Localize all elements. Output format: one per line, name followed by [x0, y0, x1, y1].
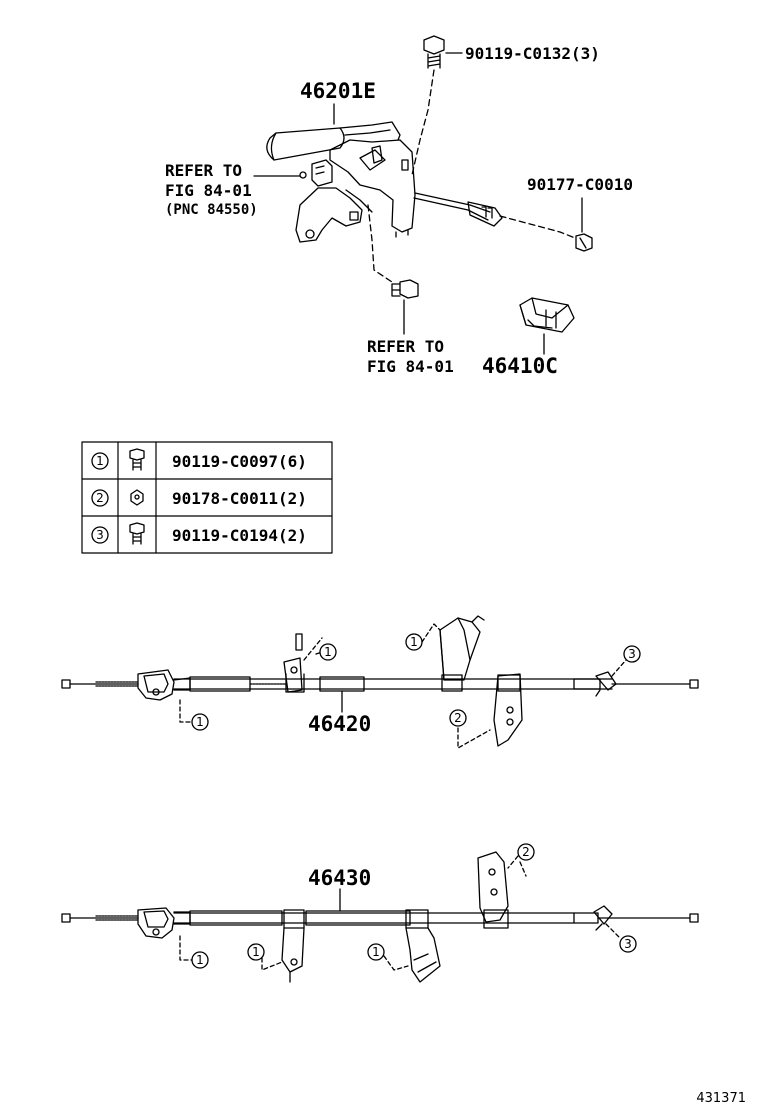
clip-part-number: 46410C	[482, 354, 558, 378]
cable-46430: 1 1 1 2 3 46430	[61, 843, 699, 983]
marker: 1	[252, 945, 260, 959]
lower-bolt-icon	[391, 279, 419, 299]
table-row: 2 90178-C0011(2)	[91, 489, 307, 508]
refer-left-line-1: REFER TO	[165, 161, 242, 180]
cable-part-number: 46420	[308, 712, 371, 736]
marker: 1	[196, 953, 204, 967]
marker: 3	[628, 647, 636, 661]
diagram-number: 431371	[696, 1091, 746, 1106]
table-row: 3 90119-C0194(2)	[91, 522, 307, 545]
row-marker: 1	[96, 454, 104, 468]
top-bolt-part-number: 90119-C0132(3)	[465, 44, 600, 63]
marker: 3	[624, 937, 632, 951]
bolt-icon	[129, 448, 145, 471]
table-row: 1 90119-C0097(6)	[91, 448, 307, 471]
marker: 1	[324, 645, 332, 659]
refer-left-line-2: FIG 84-01	[165, 181, 252, 200]
marker: 2	[522, 845, 530, 859]
nut-part-number: 90177-C0010	[527, 175, 633, 194]
lever-base-bracket	[295, 187, 373, 243]
right-nut-icon	[575, 233, 593, 252]
row-part-number: 90119-C0194(2)	[172, 526, 307, 545]
marker: 1	[410, 635, 418, 649]
brake-switch-icon	[299, 159, 333, 187]
cable-part-number: 46430	[308, 866, 371, 890]
refer-left-line-3: (PNC 84550)	[165, 202, 258, 218]
refer-bottom-line-1: REFER TO	[367, 337, 444, 356]
refer-bottom-line-2: FIG 84-01	[367, 357, 454, 376]
row-part-number: 90119-C0097(6)	[172, 452, 307, 471]
marker: 2	[454, 711, 462, 725]
cable-46420: 1 1 1 2 3 46420	[61, 615, 699, 749]
parking-brake-lever-assembly: 46201E 90119-C0132(3) 90177-C0010 REFER …	[165, 35, 633, 378]
top-bolt-icon	[423, 35, 445, 69]
lever-part-number: 46201E	[300, 79, 376, 103]
fastener-table: 1 90119-C0097(6) 2 90178-C0011(2) 3 9011…	[81, 441, 333, 554]
row-part-number: 90178-C0011(2)	[172, 489, 307, 508]
marker: 1	[372, 945, 380, 959]
cable-clip-icon	[519, 297, 575, 333]
lever-body	[329, 139, 416, 238]
nut-icon	[130, 489, 144, 506]
bolt-icon	[129, 522, 145, 545]
row-marker: 3	[96, 528, 104, 542]
lever-grip	[266, 121, 401, 161]
marker: 1	[196, 715, 204, 729]
row-marker: 2	[96, 491, 104, 505]
